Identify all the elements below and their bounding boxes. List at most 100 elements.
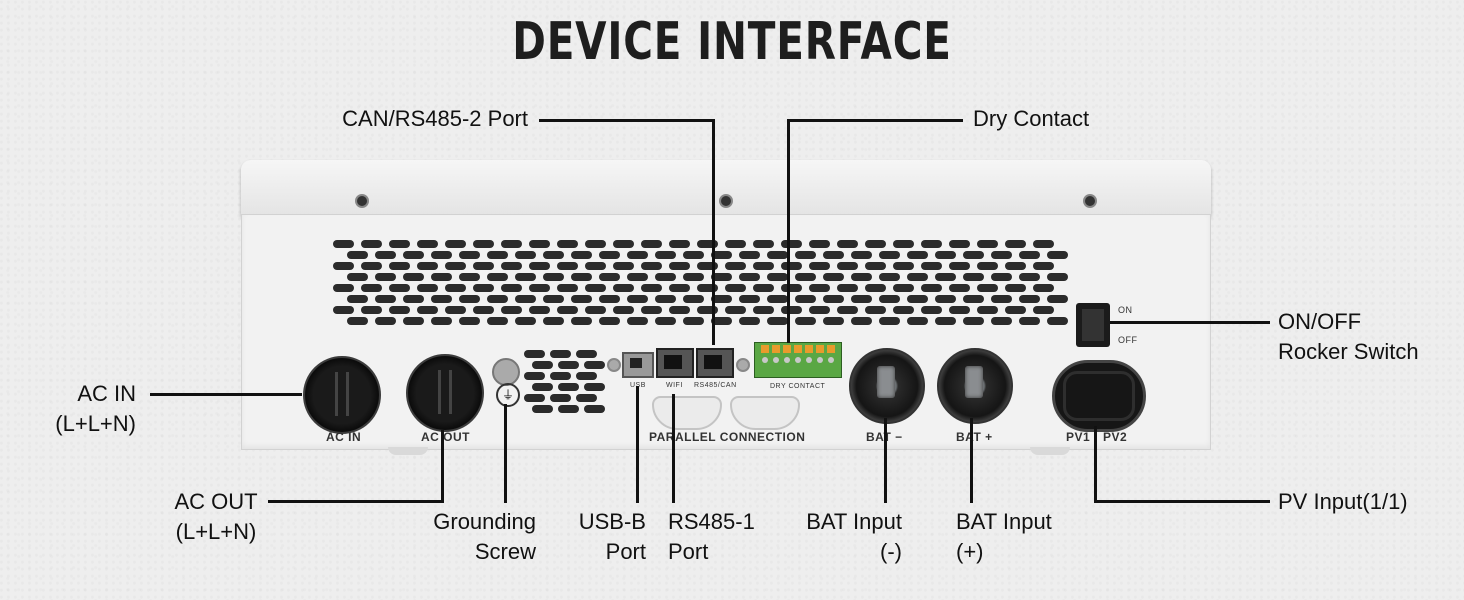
vent-slot xyxy=(1033,262,1054,270)
vent-slot xyxy=(865,240,886,248)
vent-slot xyxy=(753,262,774,270)
leader-line xyxy=(1094,500,1270,503)
vent-slot xyxy=(613,284,634,292)
vent-slot xyxy=(571,273,592,281)
vent-slot xyxy=(571,295,592,303)
vent-slot xyxy=(837,284,858,292)
vent-slot xyxy=(599,295,620,303)
vent-slot xyxy=(781,240,802,248)
vent-slot xyxy=(963,251,984,259)
vent-slot xyxy=(837,262,858,270)
vent-slot xyxy=(585,262,606,270)
vent-slot xyxy=(333,306,354,314)
vent-slot xyxy=(347,273,368,281)
vent-slot xyxy=(613,262,634,270)
vent-slot xyxy=(1033,240,1054,248)
vent-slot xyxy=(991,273,1012,281)
device-foot xyxy=(1030,447,1070,455)
pv2-device-label: PV2 xyxy=(1103,430,1128,444)
vent-slot xyxy=(627,273,648,281)
vent-slot xyxy=(641,240,662,248)
vent-slot xyxy=(524,372,545,380)
vent-slot xyxy=(879,295,900,303)
vent-slot xyxy=(571,317,592,325)
leader-line xyxy=(1094,426,1097,503)
rocker-switch xyxy=(1076,303,1110,347)
vent-slot xyxy=(669,262,690,270)
leader-line xyxy=(787,119,790,343)
vent-slot xyxy=(711,251,732,259)
vent-slot xyxy=(403,295,424,303)
vent-slot xyxy=(347,295,368,303)
vent-slot xyxy=(851,251,872,259)
callout-ac-in: AC IN (L+L+N) xyxy=(55,381,136,436)
vent-slot xyxy=(557,240,578,248)
vent-slot xyxy=(1019,251,1040,259)
vent-slot xyxy=(963,317,984,325)
vent-slot xyxy=(711,273,732,281)
screw-icon xyxy=(736,358,750,372)
vent-slot xyxy=(795,251,816,259)
vent-slot xyxy=(558,361,579,369)
vent-slot xyxy=(1019,295,1040,303)
device-foot xyxy=(388,447,428,455)
vent-slot xyxy=(1019,273,1040,281)
parallel-device-label: PARALLEL CONNECTION xyxy=(649,430,806,444)
callout-bat-positive: BAT Input (+) xyxy=(956,509,1052,564)
ground-icon: ⏚ xyxy=(496,383,520,407)
vent-slot xyxy=(907,317,928,325)
vent-slot xyxy=(949,284,970,292)
vent-slot xyxy=(935,317,956,325)
callout-dry-contact: Dry Contact xyxy=(973,106,1090,131)
vent-slot xyxy=(753,306,774,314)
wifi-rs485-1-port xyxy=(656,348,694,378)
vent-slot xyxy=(524,394,545,402)
vent-slot xyxy=(655,295,676,303)
vent-slot xyxy=(893,240,914,248)
vent-slot xyxy=(599,273,620,281)
vent-slot xyxy=(473,306,494,314)
on-device-label: ON xyxy=(1118,305,1133,315)
vent-slot xyxy=(683,273,704,281)
vent-slot xyxy=(1047,295,1068,303)
vent-slot xyxy=(613,306,634,314)
vent-slot xyxy=(711,317,732,325)
grounding-screw xyxy=(492,358,520,386)
vent-slot xyxy=(543,317,564,325)
vent-slot xyxy=(585,306,606,314)
vent-slot xyxy=(445,306,466,314)
vent-slot xyxy=(445,262,466,270)
vent-slot xyxy=(550,350,571,358)
vent-slot xyxy=(851,273,872,281)
vent-slot xyxy=(389,240,410,248)
vent-slot xyxy=(725,284,746,292)
leader-line xyxy=(504,404,507,503)
vent-slot xyxy=(417,262,438,270)
ac-in-device-label: AC IN xyxy=(326,430,362,444)
pv-input-port xyxy=(1052,360,1146,432)
vent-slot xyxy=(977,284,998,292)
vent-slot xyxy=(767,317,788,325)
vent-slot xyxy=(599,317,620,325)
vent-slot xyxy=(431,251,452,259)
rs485-can-device-label: RS485/CAN xyxy=(694,382,737,389)
vent-slot xyxy=(907,273,928,281)
vent-slot xyxy=(417,284,438,292)
vent-slot xyxy=(459,317,480,325)
callout-grounding-screw: Grounding Screw xyxy=(433,509,536,564)
vent-slot xyxy=(515,273,536,281)
vent-slot xyxy=(683,251,704,259)
vent-slot xyxy=(584,405,605,413)
vent-slot xyxy=(445,284,466,292)
vent-slot xyxy=(1019,317,1040,325)
vent-slot xyxy=(977,240,998,248)
vent-slot xyxy=(781,262,802,270)
vent-slot xyxy=(543,273,564,281)
vent-slot xyxy=(1005,240,1026,248)
vent-slot xyxy=(697,284,718,292)
vent-slot xyxy=(725,262,746,270)
vent-slot xyxy=(1047,317,1068,325)
vent-slot xyxy=(823,295,844,303)
vent-slot xyxy=(683,295,704,303)
vent-slot xyxy=(753,284,774,292)
